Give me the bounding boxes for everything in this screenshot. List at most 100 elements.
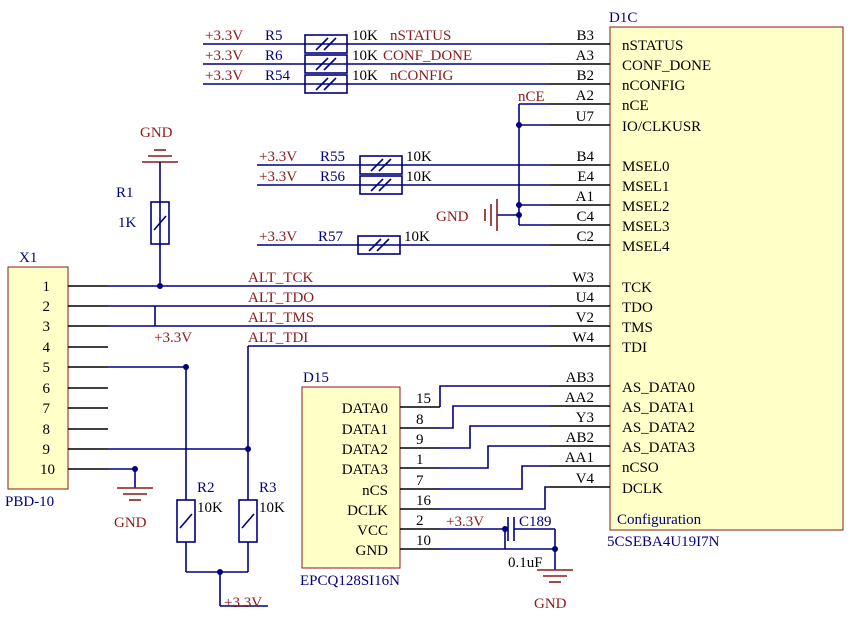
d1c-pin-name: AS_DATA2 (622, 420, 695, 436)
jtag-nets: ALT_TCK ALT_TDO ALT_TMS ALT_TDI +3.3V GN… (108, 270, 550, 531)
d15-pin-name: DATA2 (342, 442, 388, 458)
resistor-r5-ref: R5 (265, 28, 283, 44)
pullup-group-top: +3.3V +3.3V +3.3V R5 R6 R54 10K 10K 10K … (203, 28, 550, 94)
d15-pin-number: 2 (416, 513, 424, 529)
resistor-r6-value: 10K (352, 48, 378, 64)
capacitor-c189-value: 0.1uF (508, 555, 543, 571)
capacitor-c189-ref: C189 (519, 514, 552, 530)
x1-pin-number: 10 (40, 462, 55, 478)
d15-pin-number: 9 (416, 432, 424, 448)
d1c-pin-number: Y3 (576, 410, 594, 426)
resistor-r55-value: 10K (406, 149, 432, 165)
d1c-pin-number: E4 (577, 169, 594, 185)
d1c-pin-number: A2 (576, 88, 594, 104)
d1c-pin-name: MSEL3 (622, 219, 670, 235)
ground-label: GND (534, 596, 567, 612)
d1c-pin-number: AB2 (566, 430, 594, 446)
d1c-part-number: 5CSEBA4U19I7N (607, 534, 720, 550)
d15-pin-name: DATA1 (342, 422, 388, 438)
resistor-r56-ref: R56 (320, 169, 346, 185)
ground-label: GND (114, 515, 147, 531)
net-label-nstatus: nSTATUS (390, 28, 451, 44)
d15-pin-name: DATA0 (342, 401, 388, 417)
capacitor-c189: C189 0.1uF +3.3V GND (440, 514, 573, 612)
d15-pin-number: 1 (416, 452, 424, 468)
junction-dot (245, 446, 251, 452)
d1c-pin-name: IO/CLKUSR (622, 119, 701, 135)
power-label-3v3: +3.3V (259, 169, 297, 185)
x1-designator: X1 (19, 250, 37, 266)
x1-body (7, 266, 69, 490)
resistor-r55-body (359, 155, 403, 175)
junction-dot (217, 569, 223, 575)
junction-dot (502, 526, 508, 532)
x1-pin-number: 3 (43, 319, 51, 335)
junction-dot (516, 212, 522, 218)
d1c-pin-number: B2 (576, 68, 594, 84)
resistor-r54-body (304, 74, 348, 94)
d1c-pin-number: W4 (572, 330, 594, 346)
d15-pin-number: 7 (416, 473, 424, 489)
resistor-r54-ref: R54 (265, 68, 291, 84)
as-interface-nets (439, 385, 550, 510)
d15-pin-name: GND (356, 543, 389, 559)
d1c-body (609, 26, 844, 531)
resistor-r57-value: 10K (404, 229, 430, 245)
d15-pin-number: 10 (416, 533, 431, 549)
x1-pin-number: 2 (43, 299, 51, 315)
resistor-r2-value: 10K (197, 500, 223, 516)
d1c-pin-name: MSEL4 (622, 239, 670, 255)
power-label-3v3: +3.3V (259, 229, 297, 245)
net-label-nconfig: nCONFIG (390, 68, 454, 84)
resistor-r6-ref: R6 (265, 48, 283, 64)
d1c-pin-name: TCK (622, 280, 652, 296)
resistor-r56-body (359, 175, 403, 195)
x1-pin-number: 9 (43, 442, 51, 458)
d1c-pin-number: C2 (576, 229, 594, 245)
d1c-pin-name: CONF_DONE (622, 58, 711, 74)
x1-pin-number: 1 (43, 279, 51, 295)
d1c-pin-name: nSTATUS (622, 38, 683, 54)
x1-pin-number: 6 (43, 381, 51, 397)
d1c-pin-number: V4 (576, 471, 595, 487)
d1c-pin-name: AS_DATA0 (622, 380, 695, 396)
resistor-r1-ref: R1 (116, 185, 134, 201)
resistor-r57-ref: R57 (318, 229, 344, 245)
d15-pin-number: 8 (416, 412, 424, 428)
x1-pin-number: 8 (43, 422, 51, 438)
resistor-r1-body (150, 201, 170, 245)
x1-pin-number: 5 (43, 360, 51, 376)
ground-label: GND (436, 209, 469, 225)
resistor-r6-body (304, 54, 348, 74)
ground-label: GND (140, 125, 173, 141)
d1c-pin-name: nCONFIG (622, 78, 686, 94)
resistor-r54-value: 10K (352, 68, 378, 84)
d1c-pin-number: U4 (576, 290, 595, 306)
x1-part-number: PBD-10 (5, 494, 54, 510)
net-label-alt-tck: ALT_TCK (248, 270, 313, 286)
d1c-pin-name: nCE (622, 98, 649, 114)
net-label-alt-tdi: ALT_TDI (248, 330, 308, 346)
resistor-r55-ref: R55 (320, 149, 345, 165)
d15-designator: D15 (303, 370, 329, 386)
resistor-r1: GND R1 1K (116, 125, 178, 286)
d1c-symbol: D1C Configuration 5CSEBA4U19I7N B3 A3 B2… (550, 10, 844, 550)
nce-msel-ground-net: nCE GND (436, 89, 550, 231)
junction-dot (552, 546, 558, 552)
resistor-r5-value: 10K (352, 28, 378, 44)
power-label-3v3: +3.3V (205, 68, 243, 84)
d1c-pin-name: AS_DATA1 (622, 400, 695, 416)
power-label-3v3: +3.3V (446, 514, 484, 530)
d1c-pin-name: TDO (622, 300, 653, 316)
d1c-pin-number: B3 (576, 28, 594, 44)
x1-connector: X1 PBD-10 1 2 3 4 5 6 7 8 9 10 (5, 250, 108, 510)
net-label-nce: nCE (518, 89, 545, 105)
net-label-alt-tms: ALT_TMS (248, 310, 314, 326)
d15-pin-name: nCS (362, 483, 388, 499)
d1c-pin-number: C4 (576, 209, 594, 225)
d15-pin-name: DATA3 (342, 462, 388, 478)
d1c-pin-name: DCLK (622, 481, 663, 497)
d1c-pin-number: V2 (576, 310, 594, 326)
resistor-r1-value: 1K (118, 215, 137, 231)
